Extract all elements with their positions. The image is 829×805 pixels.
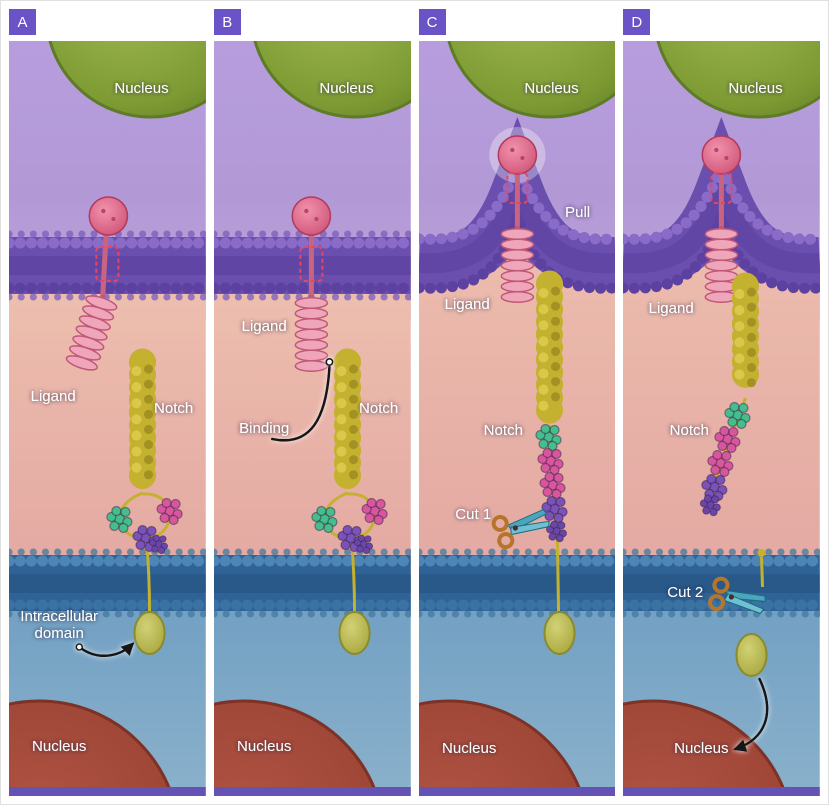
pull-label: Pull	[565, 204, 590, 221]
cut2-label: Cut 2	[668, 584, 704, 601]
receiving-cell-nucleus	[418, 699, 584, 796]
receiving-cell-membrane	[419, 552, 616, 614]
ligand-label: Ligand	[444, 296, 489, 313]
notch-receptor	[534, 270, 576, 655]
receiving-cell-membrane	[9, 552, 206, 614]
panel-c: C	[418, 9, 616, 796]
receiving-cell-membrane	[214, 552, 411, 614]
released-intracellular-domain	[735, 633, 768, 677]
nucleus-bottom-label: Nucleus	[237, 738, 291, 755]
bottom-membrane-strip	[623, 787, 820, 796]
nucleus-top-label: Nucleus	[524, 80, 578, 97]
receiving-cell-nucleus	[9, 699, 174, 796]
sending-cell-nucleus	[48, 41, 206, 119]
panel-c-tag: C	[418, 9, 446, 35]
notch-receptor	[700, 272, 766, 588]
panel-b-illustration: Ligand Notch Binding Nucleus Nucleus	[213, 41, 411, 796]
panel-a-illustration: Ligand Notch Intracellular domain Nucleu…	[9, 41, 206, 796]
ligand-label: Ligand	[649, 300, 694, 317]
panel-d: D	[623, 9, 820, 796]
cut-site-stub	[757, 549, 766, 557]
panel-a-tag: A	[9, 9, 36, 35]
ligand-label: Ligand	[31, 388, 76, 405]
notch-label: Notch	[670, 422, 709, 439]
panel-b: B Ligand Notch Binding	[213, 9, 411, 796]
ligand-molecule	[291, 196, 331, 371]
intracellular-domain-label-line1: Intracellular	[20, 608, 98, 625]
notch-label: Notch	[154, 400, 193, 417]
receiving-cell-nucleus	[213, 699, 379, 796]
panel-c-illustration: Pull Ligand Notch Cut 1 Nucleus Nucleus	[418, 41, 616, 796]
intracellular-domain-pointer-arrow	[75, 642, 135, 657]
to-nucleus-arrow	[733, 677, 769, 752]
ligand-label: Ligand	[241, 318, 286, 335]
nucleus-top-label: Nucleus	[729, 80, 783, 97]
notch-label: Notch	[483, 422, 522, 439]
sending-cell-nucleus	[253, 41, 411, 119]
notch-intracellular-domain	[542, 611, 576, 655]
nucleus-top-label: Nucleus	[319, 80, 373, 97]
binding-pointer	[270, 357, 334, 442]
intracellular-domain-label-line2: domain	[35, 625, 84, 642]
binding-label: Binding	[239, 420, 289, 437]
nucleus-bottom-label: Nucleus	[442, 740, 496, 757]
nucleus-top-label: Nucleus	[114, 80, 168, 97]
bottom-membrane-strip	[418, 787, 616, 796]
bottom-membrane-strip	[9, 787, 206, 796]
nucleus-bottom-label: Nucleus	[32, 738, 86, 755]
sending-cell-nucleus	[446, 41, 616, 119]
nucleus-bottom-label: Nucleus	[674, 740, 728, 757]
panel-b-tag: B	[213, 9, 241, 35]
panel-d-illustration: Ligand Notch Cut 2 Nucleus Nucleus	[623, 41, 820, 796]
sending-cell-nucleus	[656, 41, 820, 119]
bottom-membrane-strip	[213, 787, 411, 796]
cut1-label: Cut 1	[455, 506, 491, 523]
panel-a: A Ligand Notch Intracellular domain	[9, 9, 206, 796]
ligand-molecule	[65, 196, 129, 373]
receiving-cell-nucleus	[623, 699, 789, 796]
notch-label: Notch	[359, 400, 398, 417]
panel-d-tag: D	[623, 9, 651, 35]
